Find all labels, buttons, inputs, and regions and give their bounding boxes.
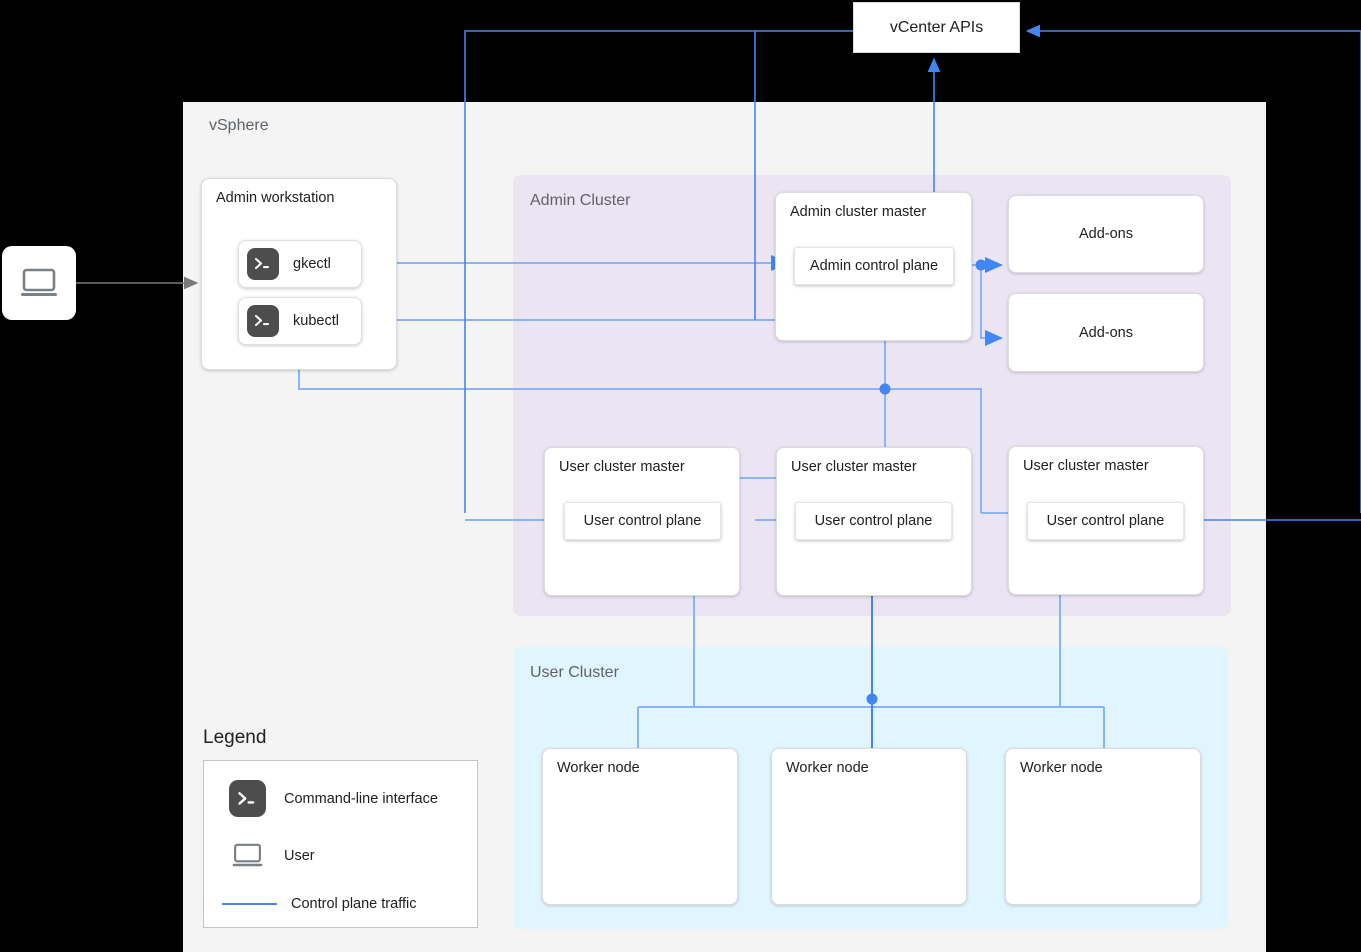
- addons-card-1[interactable]: Add-ons: [1008, 195, 1204, 273]
- worker-node-card-3[interactable]: Worker node: [1005, 748, 1201, 905]
- legend-label-user: User: [284, 847, 315, 864]
- terminal-icon: [229, 780, 266, 817]
- gkectl-label: gkectl: [293, 256, 331, 272]
- line-swatch-icon: [222, 903, 277, 905]
- user-cluster-master-title: User cluster master: [1023, 458, 1149, 474]
- admin-cluster-label: Admin Cluster: [530, 192, 631, 209]
- laptop-icon: [21, 268, 57, 296]
- kubectl-chip[interactable]: kubectl: [238, 297, 362, 345]
- worker-node-card-2[interactable]: Worker node: [771, 748, 967, 905]
- user-node[interactable]: [2, 246, 76, 320]
- vsphere-label: vSphere: [209, 117, 269, 134]
- gkectl-chip[interactable]: gkectl: [238, 240, 362, 288]
- user-control-plane-box-3[interactable]: User control plane: [1027, 502, 1184, 540]
- admin-control-plane-box[interactable]: Admin control plane: [794, 247, 954, 285]
- legend-item-cli: Command-line interface: [229, 780, 438, 817]
- laptop-icon: [232, 843, 263, 867]
- user-cluster-label: User Cluster: [530, 664, 619, 681]
- addons-card-2[interactable]: Add-ons: [1008, 293, 1204, 372]
- user-cluster-master-title: User cluster master: [791, 459, 917, 475]
- user-control-plane-box-2[interactable]: User control plane: [795, 502, 952, 540]
- admin-workstation-title: Admin workstation: [216, 190, 335, 206]
- legend-label-traffic: Control plane traffic: [291, 896, 417, 912]
- worker-node-card-1[interactable]: Worker node: [542, 748, 738, 905]
- user-control-plane-box-1[interactable]: User control plane: [564, 502, 721, 540]
- admin-cluster-master-title: Admin cluster master: [790, 204, 927, 220]
- worker-node-title: Worker node: [1020, 760, 1103, 776]
- kubectl-label: kubectl: [293, 313, 339, 329]
- worker-node-title: Worker node: [786, 760, 869, 776]
- vcenter-apis-box[interactable]: vCenter APIs: [853, 2, 1020, 53]
- terminal-icon: [247, 305, 279, 337]
- legend-label-cli: Command-line interface: [284, 790, 438, 807]
- terminal-icon: [247, 248, 279, 280]
- user-cluster-master-title: User cluster master: [559, 459, 685, 475]
- legend-item-traffic: Control plane traffic: [222, 896, 416, 912]
- legend-item-user: User: [231, 843, 315, 868]
- legend-title: Legend: [203, 727, 267, 748]
- worker-node-title: Worker node: [557, 760, 640, 776]
